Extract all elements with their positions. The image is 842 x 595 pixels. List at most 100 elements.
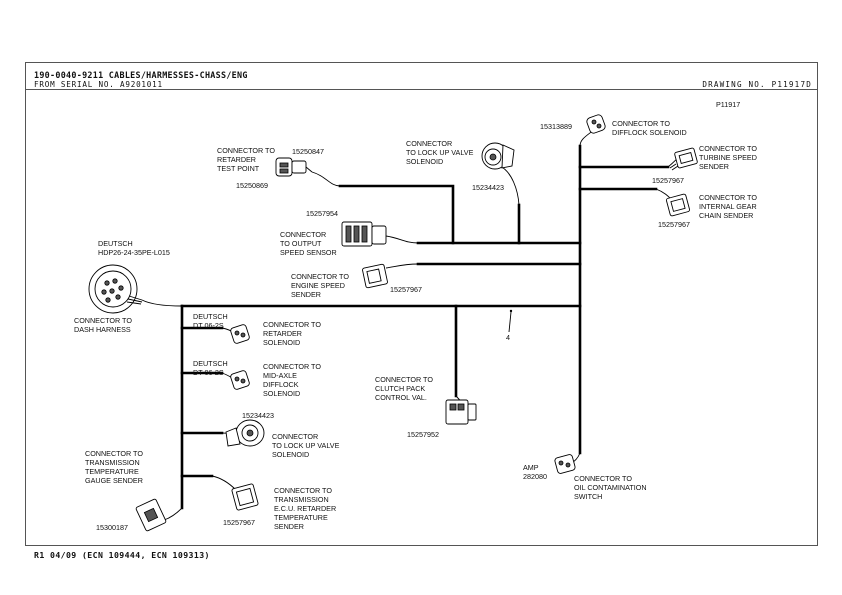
turbine-part: 15257967 — [652, 176, 684, 185]
midaxle-line-3: DIFFLOCK — [263, 380, 299, 389]
trans-temp-line-2: TRANSMISSION — [85, 458, 140, 467]
output-speed-connector-icon — [341, 221, 387, 247]
trans-temp-line-3: TEMPERATURE — [85, 467, 139, 476]
midaxle-part-b: DT 06-2S — [193, 368, 224, 377]
retarder-test-point-connector-icon — [275, 157, 313, 177]
wire-ref-leader — [508, 311, 512, 333]
lead-dash-harness — [141, 299, 183, 307]
lead-ecu-retarder — [211, 475, 237, 491]
trans-temp-connector-icon — [135, 498, 167, 532]
retarder-solenoid-connector-icon — [230, 324, 250, 344]
oil-contamination-part-b: 282080 — [523, 472, 547, 481]
output-speed-line-1: CONNECTOR — [280, 230, 326, 239]
oil-contamination-line-3: SWITCH — [574, 492, 602, 501]
lead-trans-temp — [163, 507, 183, 521]
internal-gear-part: 15257967 — [658, 220, 690, 229]
header-divider — [25, 89, 818, 90]
dash-harness-part-a: DEUTSCH — [98, 239, 133, 248]
test-point-part-top: 15250847 — [292, 147, 324, 156]
oil-contamination-part-a: AMP — [523, 463, 539, 472]
test-point-line-2: RETARDER — [217, 155, 256, 164]
wire-ref-label: 4 — [506, 333, 510, 342]
harness-wires — [180, 144, 670, 510]
engine-speed-line-2: ENGINE SPEED — [291, 281, 345, 290]
engine-speed-connector-icon — [362, 263, 388, 289]
ecu-retarder-line-5: SENDER — [274, 522, 304, 531]
engine-speed-part: 15257967 — [390, 285, 422, 294]
turbine-speed-connector-icon — [669, 147, 698, 171]
drawing-title: 190-0040-9211 CABLES/HARMESSES-CHASS/ENG — [34, 70, 248, 80]
lead-engine-speed — [385, 263, 419, 269]
lockup-lower-line-2: TO LOCK UP VALVE — [272, 441, 340, 450]
clutch-pack-part: 15257952 — [407, 430, 439, 439]
internal-gear-connector-icon — [666, 193, 690, 217]
dash-harness-label-b: DASH HARNESS — [74, 325, 131, 334]
output-speed-part: 15257954 — [306, 209, 338, 218]
engine-speed-line-3: SENDER — [291, 290, 321, 299]
lead-test-point — [311, 171, 341, 187]
clutch-pack-line-1: CONNECTOR TO — [375, 375, 433, 384]
midaxle-part-a: DEUTSCH — [193, 359, 228, 368]
retarder-solenoid-part-b: DT 06-2S — [193, 321, 224, 330]
midaxle-line-1: CONNECTOR TO — [263, 362, 321, 371]
ecu-retarder-line-1: CONNECTOR TO — [274, 486, 332, 495]
difflock-line-1: CONNECTOR TO — [612, 119, 670, 128]
difflock-part: 15313889 — [540, 122, 572, 131]
trans-temp-line-4: GAUGE SENDER — [85, 476, 143, 485]
drawing-number: DRAWING NO. P11917D — [702, 80, 812, 89]
turbine-line-1: CONNECTOR TO — [699, 144, 757, 153]
dash-harness-connector-icon — [88, 264, 143, 314]
midaxle-difflock-connector-icon — [230, 370, 250, 390]
ecu-retarder-part: 15257967 — [223, 518, 255, 527]
retarder-solenoid-line-3: SOLENOID — [263, 338, 300, 347]
lockup-upper-part: 15234423 — [472, 183, 504, 192]
internal-gear-line-3: CHAIN SENDER — [699, 211, 753, 220]
midaxle-line-2: MID-AXLE — [263, 371, 297, 380]
ecu-retarder-line-2: TRANSMISSION — [274, 495, 329, 504]
oil-contamination-connector-icon — [554, 454, 576, 474]
revision-note: R1 04/09 (ECN 109444, ECN 109313) — [34, 550, 210, 560]
lead-output-speed — [385, 235, 419, 244]
lockup-lower-line-3: SOLENOID — [272, 450, 309, 459]
midaxle-line-4: SOLENOID — [263, 389, 300, 398]
test-point-line-3: TEST POINT — [217, 164, 260, 173]
lockup-valve-lower-connector-icon — [225, 419, 265, 447]
dash-harness-part-b: HDP26-24-35PE-L015 — [98, 248, 170, 257]
serial-number: FROM SERIAL NO. A9201011 — [34, 80, 163, 89]
difflock-solenoid-connector-icon — [586, 114, 606, 134]
wire-ref-dot — [509, 309, 513, 313]
retarder-solenoid-line-2: RETARDER — [263, 329, 302, 338]
test-point-line-1: CONNECTOR TO — [217, 146, 275, 155]
clutch-pack-connector-icon — [445, 399, 477, 425]
retarder-solenoid-line-1: CONNECTOR TO — [263, 320, 321, 329]
ecu-retarder-line-3: E.C.U. RETARDER — [274, 504, 336, 513]
turbine-line-2: TURBINE SPEED — [699, 153, 757, 162]
oil-contamination-line-2: OIL CONTAMINATION — [574, 483, 647, 492]
output-speed-line-3: SPEED SENSOR — [280, 248, 337, 257]
test-point-part-bottom: 15250869 — [236, 181, 268, 190]
sheet-frame — [25, 62, 818, 546]
internal-gear-line-1: CONNECTOR TO — [699, 193, 757, 202]
lockup-upper-line-1: CONNECTOR — [406, 139, 452, 148]
clutch-pack-line-3: CONTROL VAL. — [375, 393, 427, 402]
clutch-pack-line-2: CLUTCH PACK — [375, 384, 425, 393]
retarder-solenoid-part-a: DEUTSCH — [193, 312, 228, 321]
figure-id: P11917 — [716, 100, 740, 109]
engine-speed-line-1: CONNECTOR TO — [291, 272, 349, 281]
internal-gear-line-2: INTERNAL GEAR — [699, 202, 757, 211]
ecu-retarder-line-4: TEMPERATURE — [274, 513, 328, 522]
oil-contamination-line-1: CONNECTOR TO — [574, 474, 632, 483]
test-point-branch — [338, 184, 455, 245]
trans-temp-part: 15300187 — [96, 523, 128, 532]
difflock-line-2: DIFFLOCK SOLENOID — [612, 128, 687, 137]
lockup-valve-upper-connector-icon — [481, 142, 515, 170]
trans-temp-line-1: CONNECTOR TO — [85, 449, 143, 458]
lockup-lower-line-1: CONNECTOR — [272, 432, 318, 441]
ecu-retarder-connector-icon — [231, 483, 259, 511]
lockup-upper-line-2: TO LOCK UP VALVE — [406, 148, 474, 157]
turbine-line-3: SENDER — [699, 162, 729, 171]
output-speed-line-2: TO OUTPUT — [280, 239, 322, 248]
lockup-lower-part: 15234423 — [242, 411, 274, 420]
